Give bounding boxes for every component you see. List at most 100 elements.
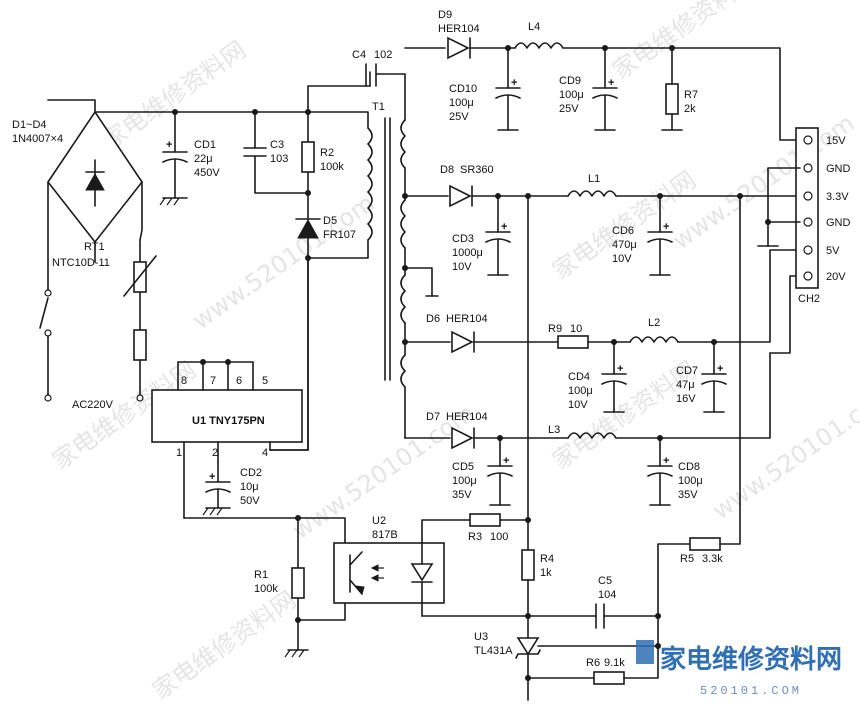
svg-text:+: + <box>608 77 614 89</box>
cd4-v1: 100μ <box>568 385 593 397</box>
d8-ref: D8 <box>440 164 454 176</box>
c3-ref: C3 <box>270 139 284 151</box>
c4-ref: C4 <box>352 49 366 61</box>
bridge-ref: D1~D4 <box>12 119 47 131</box>
cd6-v2: 10V <box>612 253 632 265</box>
d7-value: HER104 <box>446 411 488 423</box>
svg-text:+: + <box>511 77 517 89</box>
u1-pin-7: 7 <box>210 375 216 387</box>
cd5-v2: 35V <box>452 489 472 501</box>
ch2-pin-20v: 20V <box>826 271 846 283</box>
u1-pin-4: 4 <box>262 447 268 459</box>
diode-d5 <box>295 218 321 259</box>
c5-ref: C5 <box>598 575 612 587</box>
svg-text:+: + <box>209 471 215 483</box>
ch2-pin-15v: 15V <box>826 135 846 147</box>
d9-value: HER104 <box>438 23 480 35</box>
diode-d8 <box>449 184 473 208</box>
l3-ref: L3 <box>548 424 560 436</box>
capacitor-cd4: + <box>601 341 627 413</box>
logo-text: 家电维修资料网 <box>660 644 842 675</box>
d5-ref: D5 <box>323 215 337 227</box>
inductor-l4 <box>514 42 564 49</box>
cd5-v1: 100μ <box>452 475 477 487</box>
r9-ref: R9 <box>548 323 562 335</box>
resistor-r3 <box>469 513 501 527</box>
cd9-v2: 25V <box>559 103 579 115</box>
cd7-v2: 16V <box>676 393 696 405</box>
capacitor-cd1: + <box>159 111 188 206</box>
cd9-v1: 100μ <box>559 89 584 101</box>
svg-text:+: + <box>501 221 507 233</box>
d5-value: FR107 <box>323 229 356 241</box>
r1-value: 100k <box>254 583 278 595</box>
svg-text:+: + <box>663 221 669 233</box>
cd8-v2: 35V <box>678 489 698 501</box>
capacitor-cd3: + <box>485 195 511 276</box>
cd3-v1: 1000μ <box>452 247 483 259</box>
watermark-text: 家电维修资料网 <box>607 0 761 85</box>
cd10-v1: 100μ <box>449 97 474 109</box>
cd6-v1: 470μ <box>612 239 637 251</box>
capacitor-cd7: + <box>701 341 727 413</box>
capacitor-c5 <box>527 603 659 629</box>
u1-label: U1 TNY175PN <box>192 415 265 427</box>
d8-value: SR360 <box>460 164 494 176</box>
cd1-ref: CD1 <box>194 139 216 151</box>
r4-value: 1k <box>540 567 552 579</box>
r3-value: 100 <box>490 531 508 543</box>
bridge-value: 1N4007×4 <box>12 133 63 145</box>
fuse <box>133 329 147 361</box>
cd6-ref: CD6 <box>612 225 634 237</box>
u2-ref: U2 <box>372 515 386 527</box>
u3-ref: U3 <box>474 631 488 643</box>
cd3-v2: 10V <box>452 261 472 273</box>
svg-text:+: + <box>663 455 669 467</box>
transformer-t1 <box>367 73 406 439</box>
u3-value: TL431A <box>474 645 513 657</box>
resistor-r5 <box>689 537 721 551</box>
r6-value: 9.1k <box>604 657 625 669</box>
cd10-v2: 25V <box>449 111 469 123</box>
r2-value: 100k <box>320 161 344 173</box>
r7-value: 2k <box>684 103 696 115</box>
r1-ref: R1 <box>254 569 268 581</box>
u2-value: 817B <box>372 529 398 541</box>
inductor-l1 <box>567 190 617 197</box>
u1-pin-5: 5 <box>262 375 268 387</box>
cd9-ref: CD9 <box>559 75 581 87</box>
d6-ref: D6 <box>426 313 440 325</box>
cd1-v2: 450V <box>194 167 220 179</box>
resistor-r7 <box>661 47 683 131</box>
cd7-v1: 47μ <box>676 379 695 391</box>
t1-ref: T1 <box>372 101 385 113</box>
d7-ref: D7 <box>426 411 440 423</box>
r9-value: 10 <box>570 323 582 335</box>
capacitor-c4 <box>365 63 406 87</box>
r2-ref: R2 <box>320 147 334 159</box>
ch2-ref: CH2 <box>798 293 820 305</box>
cd4-v2: 10V <box>568 399 588 411</box>
l2-ref: L2 <box>648 317 660 329</box>
ic-u1 <box>151 359 303 519</box>
cd7-ref: CD7 <box>676 365 698 377</box>
ac-input-label: AC220V <box>72 399 114 411</box>
l4-ref: L4 <box>528 21 540 33</box>
c5-value: 104 <box>598 589 616 601</box>
cd8-ref: CD8 <box>678 461 700 473</box>
watermark-url: www.520101.com <box>707 379 860 525</box>
ch2-pin-gnd: GND <box>826 163 851 175</box>
capacitor-cd6: + <box>647 195 673 276</box>
connector-ch2 <box>795 127 819 289</box>
u1-pin-6: 6 <box>236 375 242 387</box>
capacitor-cd2: + <box>202 461 231 516</box>
cd2-v2: 50V <box>240 495 260 507</box>
u1-pin-2: 2 <box>212 447 218 459</box>
cd2-ref: CD2 <box>240 467 262 479</box>
r5-value: 3.3k <box>702 553 723 565</box>
ch2-pin-3v3: 3.3V <box>826 191 849 203</box>
rt1-ref: RT1 <box>84 241 105 253</box>
cd8-v1: 100μ <box>678 475 703 487</box>
resistor-r6 <box>593 671 625 685</box>
